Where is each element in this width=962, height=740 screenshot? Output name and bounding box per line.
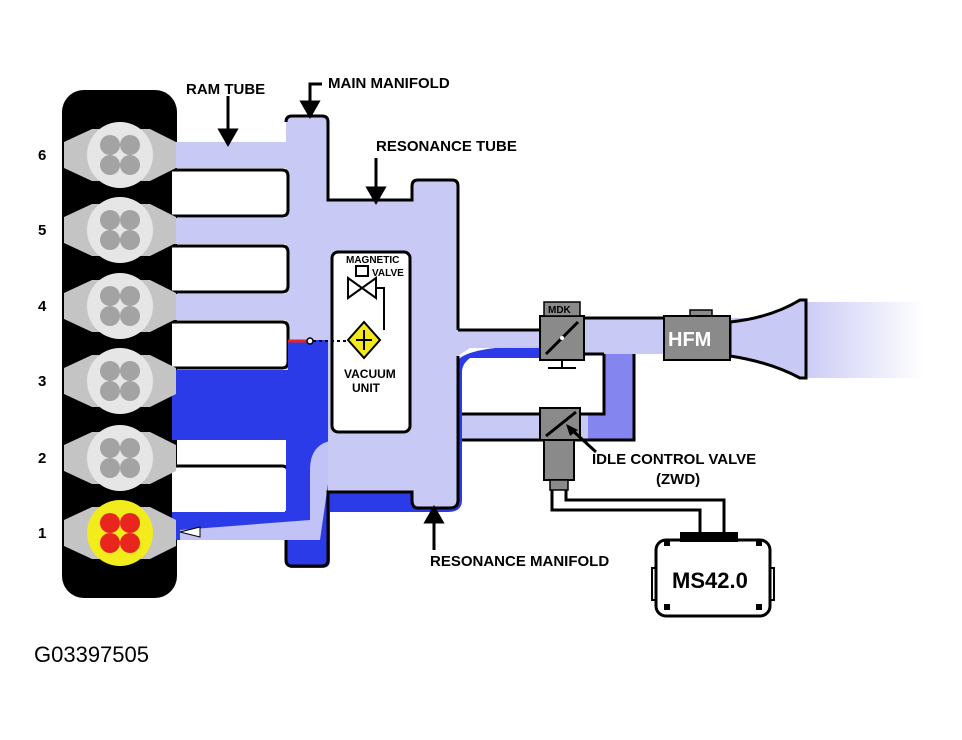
valve-icon bbox=[100, 155, 120, 175]
ms42-ecu bbox=[651, 532, 775, 618]
valve-icon bbox=[100, 230, 120, 250]
valve-icon bbox=[120, 513, 140, 533]
magnetic-valve-label-2: VALVE bbox=[372, 268, 404, 279]
ecu-wiring bbox=[550, 490, 726, 536]
cylinder-4: 4 bbox=[38, 273, 176, 339]
valve-icon bbox=[120, 381, 140, 401]
callout-arrows bbox=[217, 82, 445, 550]
flap-pivot bbox=[306, 337, 314, 345]
cylinder-number-4: 4 bbox=[38, 298, 47, 315]
magnetic-valve-icon bbox=[347, 265, 385, 330]
valve-icon bbox=[120, 135, 140, 155]
cylinder-number-5: 5 bbox=[38, 222, 46, 239]
vacuum-unit-label-2: UNIT bbox=[352, 381, 381, 395]
vacuum-unit-icon bbox=[346, 320, 382, 360]
valve-icon bbox=[120, 210, 140, 230]
valve-icon bbox=[100, 361, 120, 381]
resonance-manifold-flow bbox=[172, 340, 540, 568]
flow-arrow-cyl1 bbox=[179, 526, 201, 538]
ram-tube-label: RAM TUBE bbox=[186, 81, 265, 98]
valve-icon bbox=[120, 438, 140, 458]
air-inlet-flow bbox=[800, 302, 924, 378]
valve-icon bbox=[100, 458, 120, 478]
valve-icon bbox=[120, 361, 140, 381]
valve-icon bbox=[100, 533, 120, 553]
valve-icon bbox=[120, 458, 140, 478]
magnetic-valve-label-1: MAGNETIC bbox=[346, 255, 399, 266]
cylinder-number-1: 1 bbox=[38, 525, 46, 542]
ecu-label: MS42.0 bbox=[672, 568, 748, 593]
idle-control-valve bbox=[539, 407, 581, 491]
main-manifold-label: MAIN MANIFOLD bbox=[328, 75, 450, 92]
vacuum-unit-label-1: VACUUM bbox=[344, 367, 396, 381]
resonance-tube-label: RESONANCE TUBE bbox=[376, 138, 517, 155]
cylinder-2: 2 bbox=[38, 425, 176, 491]
cylinder-number-2: 2 bbox=[38, 450, 46, 467]
valve-icon bbox=[100, 306, 120, 326]
idle-valve-pointer bbox=[570, 428, 598, 454]
cylinder-6: 6 bbox=[38, 122, 176, 188]
valve-icon bbox=[120, 286, 140, 306]
figure-id: G03397505 bbox=[34, 642, 149, 667]
valve-icon bbox=[120, 230, 140, 250]
intake-horn bbox=[728, 298, 808, 380]
valve-icon bbox=[120, 533, 140, 553]
hfm-sensor bbox=[663, 309, 731, 361]
cylinder-group: 6 5 4 3 2 1 bbox=[38, 122, 176, 566]
cylinder-number-3: 3 bbox=[38, 373, 46, 390]
cylinder-1: 1 bbox=[38, 500, 176, 566]
cylinder-number-6: 6 bbox=[38, 147, 46, 164]
valve-icon bbox=[100, 438, 120, 458]
resonance-manifold-label: RESONANCE MANIFOLD bbox=[430, 553, 609, 570]
valve-icon bbox=[120, 155, 140, 175]
hfm-label: HFM bbox=[668, 329, 711, 351]
valve-icon bbox=[100, 286, 120, 306]
valve-icon bbox=[100, 210, 120, 230]
cylinder-5: 5 bbox=[38, 197, 176, 263]
cylinder-3: 3 bbox=[38, 348, 176, 414]
valve-icon bbox=[100, 135, 120, 155]
mdk-label: MDK bbox=[548, 305, 572, 316]
idle-control-valve-label: IDLE CONTROL VALVE bbox=[592, 451, 756, 468]
mdk-throttle bbox=[539, 301, 585, 369]
valve-icon bbox=[120, 306, 140, 326]
idle-control-valve-abbr: (ZWD) bbox=[656, 471, 700, 488]
valve-icon bbox=[100, 381, 120, 401]
valve-icon bbox=[100, 513, 120, 533]
